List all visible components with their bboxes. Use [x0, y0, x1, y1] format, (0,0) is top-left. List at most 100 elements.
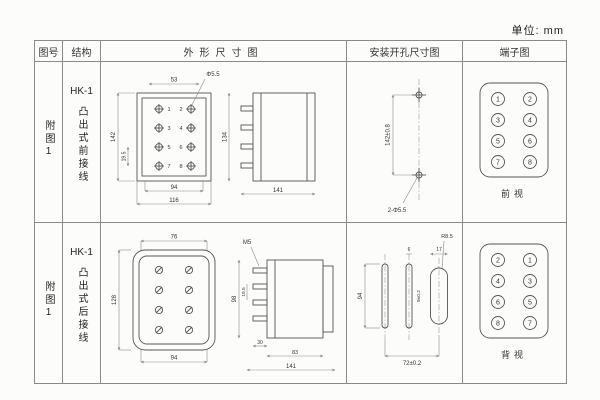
- dimension-lines: [363, 240, 448, 357]
- svg-text:3: 3: [167, 126, 170, 132]
- mounting-slots: [381, 263, 448, 328]
- dim-top-width: 76: [171, 234, 178, 240]
- relay-rear-view: [132, 249, 216, 350]
- view-caption: 前视: [501, 188, 527, 199]
- header-structure: 结构: [62, 40, 101, 62]
- dim-slot-len: 9±0.2: [416, 289, 422, 301]
- outline-drawing-cell: 1 2 3 4 5 6 7 8: [100, 61, 347, 223]
- dim-total-height: 128: [112, 294, 118, 305]
- svg-text:6: 6: [496, 299, 500, 306]
- wiring-type-label: 凸出式后接线: [76, 267, 87, 345]
- svg-text:3: 3: [528, 278, 532, 285]
- terminal-circle-numbers: 1 3 5 7 2 4 6 8: [496, 96, 532, 166]
- dim-hole-pitch: 72±0.2: [403, 361, 422, 367]
- header-mounting-dims: 安装开孔尺寸图: [346, 40, 463, 62]
- table-row: 附图1 HK-1 凸出式前接线: [34, 61, 567, 223]
- screw-spec: M5: [243, 240, 252, 246]
- svg-text:8: 8: [528, 159, 532, 166]
- model-label: HK-1: [70, 247, 93, 258]
- terminal-diagram-cell: 2 4 6 8 1 3 5 7 背视: [462, 222, 567, 384]
- dim-side-height: 134: [223, 131, 229, 142]
- terminal-numbers: 1 2 3 4 5 6 7 8: [167, 107, 182, 170]
- terminal-circle-numbers: 2 4 6 8 1 3 5 7: [496, 257, 532, 327]
- svg-text:4: 4: [528, 117, 532, 124]
- relay-front-view: [136, 92, 212, 181]
- fig-no-cell: 附图1: [34, 222, 63, 384]
- model-label: HK-1: [70, 86, 93, 97]
- terminal-block-outline: [479, 243, 549, 338]
- dim-obround-width: 17: [436, 247, 442, 253]
- structure-cell: HK-1 凸出式后接线: [62, 222, 101, 384]
- dim-pitch: 19.5: [241, 287, 247, 297]
- svg-text:7: 7: [496, 159, 500, 166]
- spec-table: 图号 结构 外形尺寸图 安装开孔尺寸图 端子图 附图1 HK-1 凸出式前接线: [34, 40, 567, 384]
- dim-pitch: 19.5: [122, 151, 128, 161]
- wiring-type-label: 凸出式前接线: [76, 106, 87, 184]
- fig-no-label: 附图1: [43, 280, 54, 321]
- svg-text:8: 8: [179, 164, 182, 170]
- header-fig-no: 图号: [34, 40, 63, 62]
- dim-side-depth: 141: [273, 188, 284, 194]
- dim-total-height: 142: [111, 131, 117, 142]
- centerlines: [384, 253, 440, 340]
- svg-text:2: 2: [496, 257, 500, 264]
- outline-drawing-cell: 76 M5 128 98 19.5 94 30 83 141: [100, 222, 347, 384]
- svg-text:6: 6: [179, 145, 182, 151]
- fig-no-cell: 附图1: [34, 61, 63, 223]
- dim-height: 94: [358, 292, 364, 299]
- mounting-drawing-cell: 142±0.8 2-Φ5.5: [346, 61, 463, 223]
- relay-side-view: [252, 259, 334, 338]
- dimension-lines: [391, 94, 418, 203]
- mounting-holes: [412, 87, 426, 182]
- dim-radius: R8.5: [441, 234, 453, 240]
- dim-hole-pitch: 142±0.8: [386, 123, 392, 145]
- svg-text:1: 1: [167, 107, 170, 113]
- dim-bottom-inner: 94: [171, 185, 178, 191]
- dim-slot-width: 6: [408, 247, 411, 253]
- terminal-diagram-rear: 2 4 6 8 1 3 5 7 背视: [479, 243, 549, 360]
- dim-bottom-outer: 116: [169, 198, 179, 204]
- terminal-block-outline: [479, 82, 549, 177]
- dimension-labels: 6 17 R8.5 94 9±0.2 72±0.2: [358, 234, 453, 367]
- dim-bottom-width: 94: [171, 355, 178, 361]
- terminal-circles: [491, 252, 537, 330]
- table-row: 附图1 HK-1 凸出式后接线: [34, 222, 567, 384]
- terminal-diagram-cell: 1 3 5 7 2 4 6 8 前视: [462, 61, 567, 223]
- terminal-circles: [491, 91, 537, 169]
- outline-drawing-front: 1 2 3 4 5 6 7 8: [111, 72, 316, 205]
- svg-text:2: 2: [528, 96, 532, 103]
- dim-hole-dia: Φ5.5: [206, 72, 220, 78]
- dimension-lines: [117, 239, 336, 371]
- svg-text:8: 8: [496, 320, 500, 327]
- dim-side-height: 98: [232, 295, 238, 302]
- dimension-lines: [116, 78, 316, 205]
- mounting-drawing-front: 142±0.8 2-Φ5.5: [386, 78, 426, 214]
- svg-text:7: 7: [528, 320, 532, 327]
- dimension-labels: 76 M5 128 98 19.5 94 30 83 141: [112, 234, 298, 370]
- svg-text:3: 3: [496, 117, 500, 124]
- header-terminal-diagram: 端子图: [462, 40, 567, 62]
- dim-case-depth: 83: [292, 350, 298, 356]
- svg-text:7: 7: [167, 164, 170, 170]
- svg-text:2: 2: [179, 107, 182, 113]
- hole-spec-label: 2-Φ5.5: [388, 208, 407, 214]
- dimension-labels: 53 Φ5.5 142 19.5 94 116 134 141: [111, 72, 284, 204]
- svg-text:4: 4: [179, 126, 182, 132]
- mounting-drawing-rear: 6 17 R8.5 94 9±0.2 72±0.2: [358, 234, 453, 367]
- svg-text:5: 5: [167, 145, 170, 151]
- header-outline-dims: 外形尺寸图: [100, 40, 347, 62]
- svg-text:1: 1: [496, 96, 500, 103]
- dim-stud-depth: 30: [257, 340, 263, 346]
- header-row: 图号 结构 外形尺寸图 安装开孔尺寸图 端子图: [34, 40, 567, 62]
- terminal-diagram-front: 1 3 5 7 2 4 6 8 前视: [479, 82, 549, 199]
- svg-text:5: 5: [528, 299, 532, 306]
- fig-no-label: 附图1: [43, 119, 54, 160]
- view-caption: 背视: [501, 349, 527, 360]
- svg-text:1: 1: [528, 257, 532, 264]
- relay-side-view: [240, 92, 316, 181]
- svg-text:4: 4: [496, 278, 500, 285]
- unit-label: 单位: mm: [511, 25, 564, 37]
- svg-text:5: 5: [496, 138, 500, 145]
- dim-total-depth: 141: [286, 364, 297, 370]
